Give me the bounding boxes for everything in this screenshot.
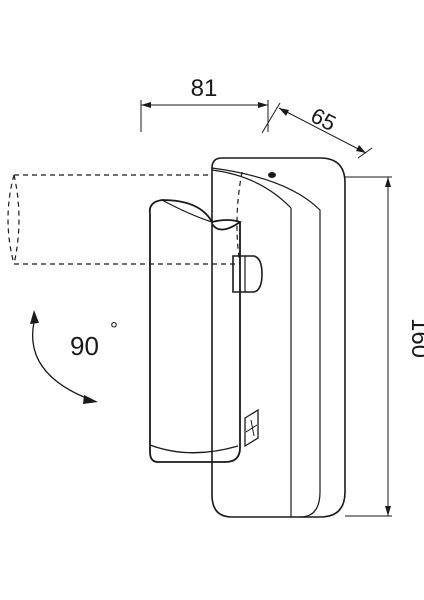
- height-label: 160: [406, 318, 424, 358]
- rotation-indicator: 90 °: [30, 310, 118, 404]
- rotation-degree-symbol: °: [110, 319, 118, 341]
- depth-label: 65: [307, 103, 340, 136]
- rotation-angle-label: 90: [70, 331, 99, 361]
- rotation-arc: [32, 321, 87, 399]
- width-dimension: 81: [140, 75, 269, 132]
- rocker-switch: [244, 408, 259, 448]
- rotation-arrow-top: [30, 310, 39, 324]
- pivot-knob: [232, 255, 263, 293]
- depth-dimension: 65: [261, 103, 373, 159]
- rotated-head-outline: [7, 171, 243, 265]
- wall-plate: [211, 157, 346, 518]
- mounting-screw-hole: [268, 172, 276, 178]
- rotation-arrow-bottom: [83, 395, 98, 404]
- width-label: 81: [191, 75, 218, 102]
- height-dimension: 160: [345, 176, 424, 517]
- lamp-head: [148, 199, 242, 463]
